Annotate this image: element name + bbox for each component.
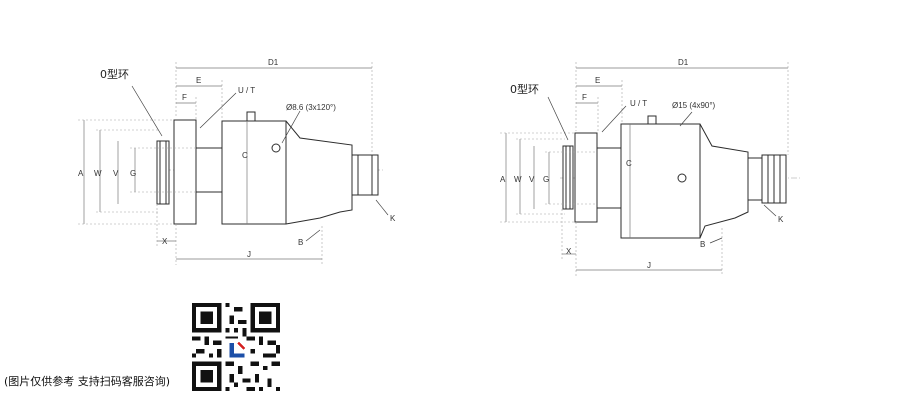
right-label-F: F [582,93,587,102]
right-label-J: J [647,261,651,270]
right-leader-oring [547,96,569,141]
left-label-ut: U / T [238,86,255,95]
left-oring [156,140,170,205]
right-label-oring: 0型环 [510,82,539,96]
left-leader-oring [131,85,163,137]
left-leader-ut [199,92,237,129]
left-label-port: Ø8.6 (3x120°) [286,103,336,112]
right-label-C: C [626,159,632,168]
right-label-G: G [543,175,549,184]
right-label-E: E [595,76,600,85]
left-label-D1: D1 [268,58,279,67]
right-neck [596,147,622,209]
left-leader-port [281,110,301,144]
left-label-W: W [94,169,102,178]
left-label-X: X [162,237,168,246]
left-label-E: E [196,76,201,85]
right-leader-port [679,111,693,127]
left-label-B: B [298,238,303,247]
left-port-circle [271,143,281,153]
left-label-F: F [182,93,187,102]
left-label-A: A [78,169,84,178]
right-leader-B [709,237,723,244]
left-top-nipple [246,111,256,122]
right-flange [574,132,598,223]
right-label-D1: D1 [678,58,689,67]
left-leader-B [305,229,321,242]
right-label-B: B [700,240,705,249]
left-label-V: V [113,169,119,178]
left-label-K: K [390,214,396,223]
left-rotary-joint-drawing: 0型环 D1 E F U / T Ø8.6 (3x120°) A W V G C… [78,58,396,265]
right-leader-ut [601,105,627,133]
left-label-oring: 0型环 [100,67,129,81]
right-oring [562,145,574,210]
right-label-port: Ø15 (4x90°) [672,101,716,110]
right-outlet-a [747,157,763,201]
right-port-circle [677,173,687,183]
left-label-J: J [247,250,251,259]
right-label-W: W [514,175,522,184]
reference-note: (图片仅供参考 支持扫码客服咨询) [4,375,171,388]
right-label-A: A [500,175,506,184]
right-label-X: X [566,247,572,256]
left-label-C: C [242,151,248,160]
qr-code-icon [192,303,280,391]
right-leader-K [763,204,777,217]
left-leader-K [375,199,389,216]
left-label-G: G [130,169,136,178]
left-outlet [351,154,379,196]
right-label-ut: U / T [630,99,647,108]
right-rotary-joint-drawing: 0型环 D1 E F U / T Ø15 (4x90°) A W V G C X… [500,58,800,276]
right-label-V: V [529,175,535,184]
right-top-nipple [647,115,657,125]
left-flange [173,119,197,225]
right-label-K: K [778,215,784,224]
left-neck [195,147,223,193]
left-body [221,120,353,225]
